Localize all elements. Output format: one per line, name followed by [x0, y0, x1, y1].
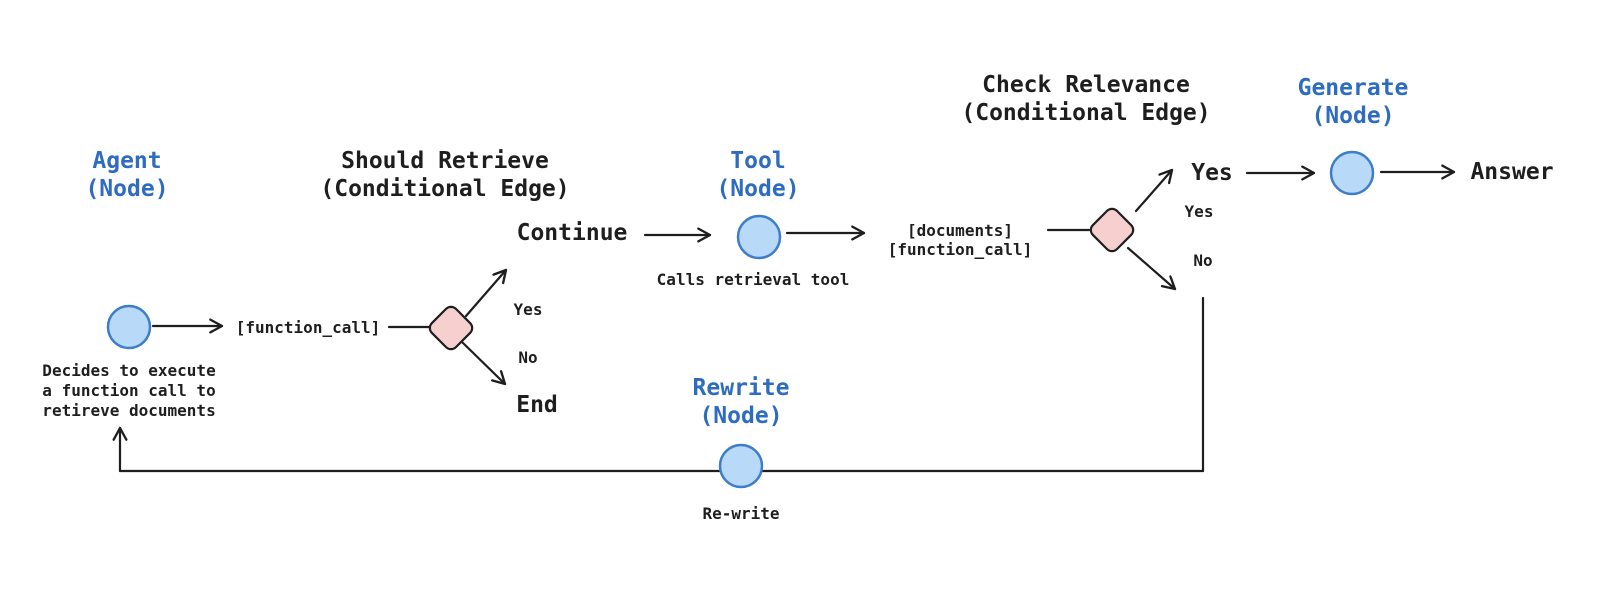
check-relevance-heading: Check Relevance (Conditional Edge): [961, 71, 1210, 127]
decision-diamond-check-relevance: [1089, 207, 1135, 253]
rewrite-heading-line1: Rewrite: [692, 375, 790, 401]
continue-label: Continue: [516, 220, 628, 246]
should-retrieve-heading-line2: (Conditional Edge): [320, 176, 570, 202]
edge-check-relevance-no: [1126, 246, 1177, 291]
should-retrieve-yes-label: Yes: [513, 300, 543, 319]
answer-label: Answer: [1470, 159, 1554, 185]
edge-should-retrieve-yes: [464, 268, 508, 318]
generate-node-heading: Generate (Node): [1298, 74, 1409, 130]
decision-diamond-should-retrieve: [428, 305, 474, 351]
edge-check-relevance-yes: [1134, 168, 1174, 213]
yes-branch-label: Yes: [1191, 160, 1233, 186]
check-relevance-yes-label: Yes: [1184, 202, 1214, 221]
rewrite-caption: Re-write: [702, 504, 780, 523]
documents-edge-label-line1: [documents]: [907, 221, 1013, 240]
generate-heading-line1: Generate: [1297, 75, 1409, 101]
documents-edge-label: [documents] [function_call]: [888, 221, 1033, 259]
edge-should-retrieve-no-to-end: [460, 340, 507, 386]
rewrite-node-circle: [718, 443, 764, 489]
tool-node-circle: [736, 214, 782, 260]
check-relevance-heading-line1: Check Relevance: [982, 72, 1190, 98]
should-retrieve-no-label: No: [518, 348, 538, 367]
rewrite-heading-line2: (Node): [699, 403, 783, 429]
generate-heading-line2: (Node): [1311, 103, 1395, 129]
function-call-edge-label: [function_call]: [235, 318, 381, 337]
agent-node-circle: [106, 304, 152, 350]
agent-caption-line1: Decides to execute: [42, 361, 216, 380]
check-relevance-no-label: No: [1193, 251, 1213, 270]
agent-node-heading: Agent (Node): [85, 147, 168, 203]
tool-heading-line2: (Node): [716, 176, 800, 202]
agent-caption-line2: a function call to: [42, 381, 216, 400]
rewrite-node-heading: Rewrite (Node): [693, 374, 790, 430]
tool-caption: Calls retrieval tool: [656, 270, 850, 289]
generate-node-circle: [1329, 150, 1375, 196]
should-retrieve-heading: Should Retrieve (Conditional Edge): [320, 147, 569, 203]
should-retrieve-heading-line1: Should Retrieve: [341, 148, 549, 174]
agent-heading-line2: (Node): [85, 176, 169, 202]
agent-caption: Decides to execute a function call to re…: [42, 361, 215, 421]
documents-edge-label-line2: [function_call]: [887, 240, 1033, 259]
agent-caption-line3: retireve documents: [42, 401, 216, 420]
check-relevance-heading-line2: (Conditional Edge): [961, 100, 1211, 126]
tool-node-heading: Tool (Node): [716, 147, 799, 203]
agent-heading-line1: Agent: [92, 148, 162, 174]
tool-heading-line1: Tool: [730, 148, 786, 174]
end-label: End: [516, 392, 558, 418]
